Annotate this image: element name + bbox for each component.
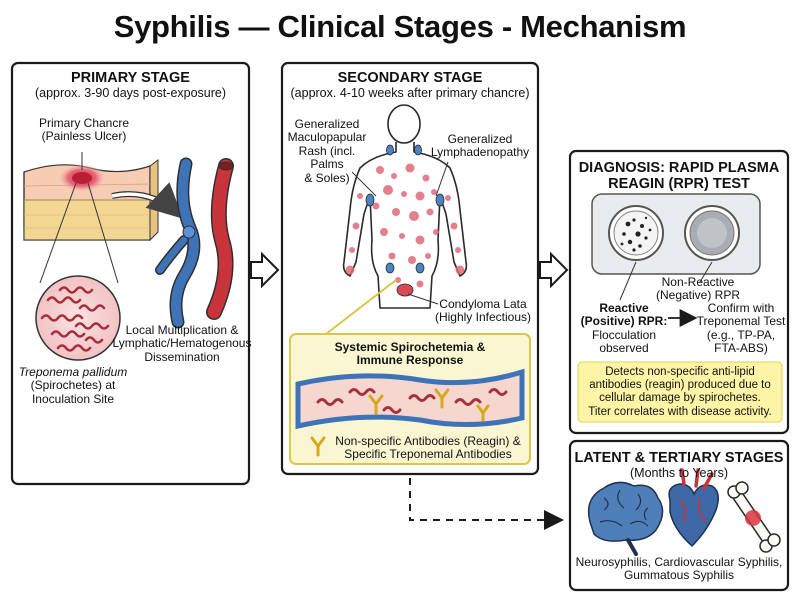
page-title: Syphilis — Clinical Stages - Mechanism: [113, 9, 687, 44]
primary-stage-heading: PRIMARY STAGE: [71, 70, 190, 86]
blood-vessel-section: [295, 368, 525, 430]
arrow-primary-to-secondary: [250, 251, 280, 289]
primary-stage-subheading: (approx. 3-90 days post-exposure): [34, 86, 227, 100]
brain-icon: [587, 481, 664, 556]
lymph-nodes: [365, 144, 445, 274]
spirochete-magnified-view: [35, 275, 121, 361]
nonreactive-well: [684, 205, 740, 261]
secondary-stage-heading: SECONDARY STAGE: [337, 70, 483, 86]
dissemination-label: Local Multiplication &Lymphatic/Hematoge…: [112, 323, 252, 364]
antibody-icon: [310, 436, 326, 457]
bone-icon: [727, 481, 781, 553]
arrow-secondary-to-latent: [409, 478, 564, 530]
latent-subheading: (Months to Years): [630, 466, 728, 480]
systemic-heading: Systemic Spirochetemia &Immune Response: [334, 340, 486, 368]
latent-outcomes: Neurosyphilis, Cardiovascular Syphilis,G…: [575, 555, 783, 583]
secondary-stage-subheading: (approx. 4-10 weeks after primary chancr…: [290, 86, 530, 100]
reactive-well: [608, 205, 664, 261]
arrow-secondary-to-diagnosis: [539, 251, 569, 289]
skin-cross-section: [23, 159, 159, 242]
nonreactive-label: Non-Reactive(Negative) RPR: [655, 275, 741, 303]
antibody-label: Non-specific Antibodies (Reagin) &Specif…: [335, 434, 521, 462]
heart-icon: [668, 468, 719, 548]
systemic-link-line: [325, 279, 397, 335]
blood-vessels: [155, 157, 234, 329]
condyloma-site: [396, 283, 414, 297]
diagnosis-note-box: [577, 361, 783, 423]
rash-spots: [345, 163, 465, 288]
chancre-label: Primary Chancre(Painless Ulcer): [38, 116, 130, 144]
condyloma-label: Condyloma Lata(Highly Infectious): [434, 297, 532, 325]
latent-heading: LATENT & TERTIARY STAGES: [574, 450, 784, 466]
body-figure: [342, 104, 468, 309]
